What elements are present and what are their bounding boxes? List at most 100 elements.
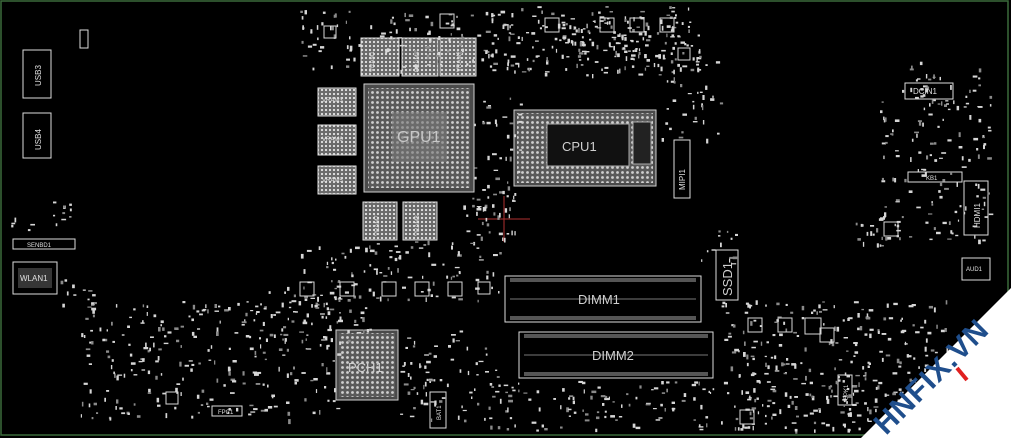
smd-part <box>69 208 72 212</box>
smd-part <box>570 18 575 20</box>
smd-part <box>784 392 788 397</box>
smd-part <box>85 348 91 351</box>
smd-part <box>745 302 749 305</box>
dimm2-slot[interactable]: DIMM2 <box>518 331 714 379</box>
smd-part <box>469 391 473 394</box>
senbd1-connector[interactable]: SENBD1 <box>12 238 76 250</box>
smd-part <box>487 184 490 189</box>
smd-part <box>518 64 520 68</box>
ssd1-slot[interactable]: SSD1 <box>715 249 739 301</box>
mipi1-connector[interactable]: MIPI1 <box>673 139 691 199</box>
gpu1-chip[interactable]: GPU1 <box>363 83 475 193</box>
kb1-connector[interactable]: KB1 <box>907 171 963 183</box>
smd-part <box>245 312 248 317</box>
smd-part <box>478 360 484 363</box>
smd-part <box>450 33 452 36</box>
fpc1-connector[interactable]: FPC1 <box>211 405 243 417</box>
smd-part <box>847 428 850 433</box>
smd-part <box>698 426 704 428</box>
fpc-small-connector[interactable] <box>79 29 89 49</box>
smd-part <box>774 321 778 323</box>
smd-part <box>732 324 736 328</box>
smd-part <box>246 301 249 303</box>
smd-part <box>407 276 413 279</box>
smd-part <box>331 280 333 283</box>
smd-part <box>330 338 333 343</box>
smd-part <box>562 388 565 392</box>
smd-part <box>968 158 971 162</box>
smd-part <box>723 381 728 385</box>
smd-part <box>321 315 324 319</box>
usb3-connector[interactable]: USB3 <box>22 49 52 99</box>
vram6-chip[interactable]: VRAM6 <box>317 124 357 156</box>
smd-part <box>814 429 816 433</box>
smd-part <box>334 13 337 18</box>
smd-part <box>612 401 615 403</box>
vram3-chip[interactable]: VRAM3 <box>317 87 357 117</box>
smd-part <box>337 280 341 282</box>
smd-part <box>319 344 322 347</box>
wlan1-module[interactable]: WLAN1 <box>12 261 58 295</box>
smd-part <box>88 290 93 292</box>
smd-part <box>834 367 836 371</box>
ic-outline <box>544 17 560 33</box>
smd-part <box>575 29 578 33</box>
smd-part <box>585 51 590 53</box>
smd-part <box>504 237 506 243</box>
smd-part <box>327 399 330 402</box>
smd-part <box>228 408 231 411</box>
vram1-chip[interactable]: VRAM1 <box>360 37 400 77</box>
ic-outline <box>339 281 355 297</box>
bat1-connector[interactable]: BAT1 <box>429 391 447 429</box>
smd-part <box>904 178 907 183</box>
smd-part <box>887 337 892 341</box>
smd-part <box>11 222 16 225</box>
smd-part <box>560 426 563 429</box>
smd-part <box>508 36 511 42</box>
cpu1-chip[interactable]: CPU1 <box>513 109 657 187</box>
smd-part <box>697 34 700 37</box>
smd-part <box>864 377 867 381</box>
smd-part <box>336 24 339 28</box>
smd-part <box>795 429 798 434</box>
smd-part <box>497 426 501 430</box>
smd-part <box>686 44 689 47</box>
aud1-connector[interactable]: AUD1 <box>961 257 991 281</box>
smd-part <box>741 390 743 395</box>
pch1-chip[interactable]: PCH1 <box>335 329 399 401</box>
smd-part <box>619 33 621 37</box>
smd-part <box>879 350 883 353</box>
smd-part <box>956 182 958 187</box>
smd-part <box>447 49 450 53</box>
smd-part <box>925 88 928 93</box>
vram4-chip[interactable]: VRAM4 <box>401 37 439 77</box>
smd-part <box>910 157 912 162</box>
smd-part <box>273 334 276 338</box>
smd-part <box>403 362 406 366</box>
smd-part <box>322 11 326 14</box>
smd-part <box>366 329 370 333</box>
smd-part <box>963 212 966 215</box>
smd-part <box>580 64 584 66</box>
vram8-chip[interactable]: VRAM8 <box>402 201 438 241</box>
hdmi1-connector[interactable]: HDMI1 <box>963 180 989 236</box>
vram2-chip[interactable]: VRAM2 <box>439 37 477 77</box>
smd-part <box>809 412 814 415</box>
smd-part <box>425 297 427 302</box>
smd-part <box>55 223 58 227</box>
smd-part <box>196 310 200 313</box>
smd-part <box>918 366 920 369</box>
smd-part <box>397 37 403 39</box>
smd-part <box>881 357 884 362</box>
vram5-chip[interactable]: VRAM5 <box>317 165 357 195</box>
dimm1-slot[interactable]: DIMM1 <box>504 275 702 323</box>
smd-part <box>858 427 861 431</box>
usb4-connector[interactable]: USB4 <box>22 112 52 159</box>
smd-part <box>242 371 245 376</box>
smd-part <box>386 48 390 53</box>
vram7-chip[interactable]: VRAM7 <box>362 201 398 241</box>
smd-part <box>353 295 356 299</box>
ssd1-label: SSD1 <box>720 262 735 296</box>
smd-part <box>291 320 295 323</box>
